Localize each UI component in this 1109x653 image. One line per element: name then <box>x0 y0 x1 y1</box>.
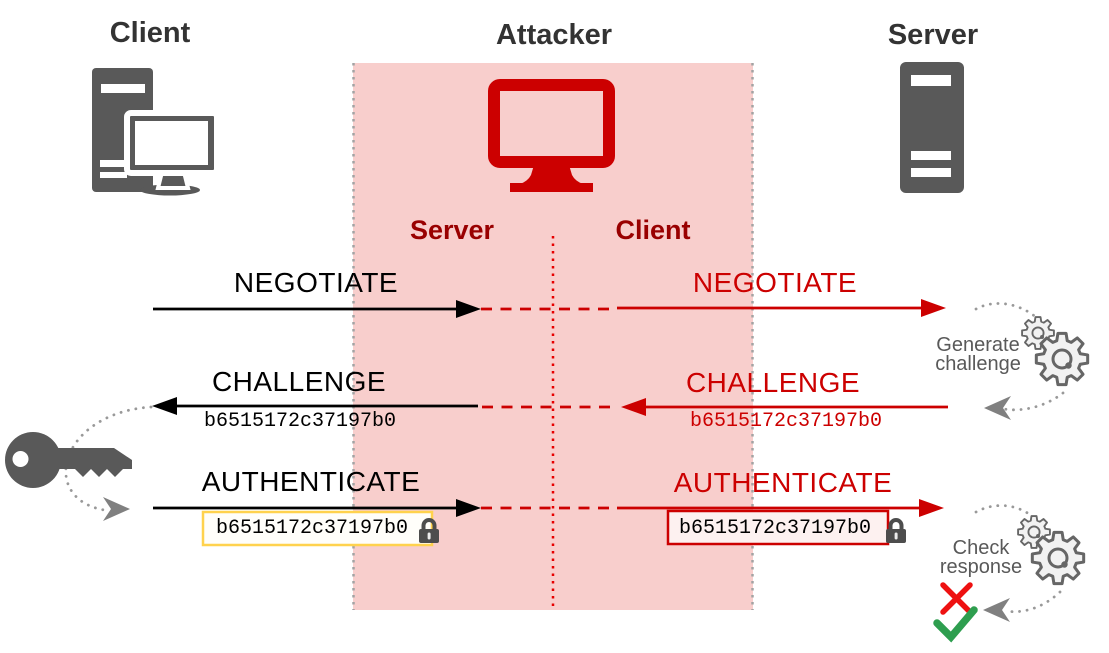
check-response-gears-icon <box>1017 515 1086 586</box>
challenge-arrow-attacker-to-client <box>152 397 478 415</box>
check-response-note-line2: response <box>939 556 1023 578</box>
challenge-label-left: CHALLENGE <box>211 366 387 397</box>
auth-response-value-left: b6515172c37197b0 <box>215 517 409 540</box>
authenticate-label-left: AUTHENTICATE <box>201 466 421 497</box>
negotiate-arrow-client-to-attacker <box>153 300 481 318</box>
negotiate-label-right: NEGOTIATE <box>692 267 858 298</box>
check-response-note-line1: Check <box>952 537 1010 559</box>
authenticate-arrow-attacker-to-server <box>617 499 944 517</box>
server-icon <box>900 62 964 193</box>
generate-challenge-note-line2: challenge <box>935 353 1021 375</box>
challenge-arrow-server-to-attacker <box>621 398 948 416</box>
key-icon <box>5 432 132 488</box>
lock-icon <box>884 518 908 545</box>
authenticate-label-right: AUTHENTICATE <box>673 467 893 498</box>
attacker-role-as-server: Server <box>409 215 495 245</box>
auth-response-box-relayed <box>666 509 890 546</box>
key-arc-arrowhead <box>103 497 130 521</box>
client-computer-icon <box>92 68 220 196</box>
attacker-column-header: Attacker <box>495 19 613 51</box>
gears-to-verdict-arc <box>1004 590 1062 614</box>
attacker-role-as-client: Client <box>615 215 691 245</box>
verdict-arc-arrowhead <box>983 598 1010 622</box>
client-column-header: Client <box>109 17 191 49</box>
challenge-arc-arrowhead <box>984 396 1011 420</box>
negotiate-to-gears-arc <box>974 302 1049 331</box>
server-column-header: Server <box>887 19 979 51</box>
gears-to-challenge-arc <box>1002 391 1065 412</box>
auth-response-value-right: b6515172c37197b0 <box>678 517 872 540</box>
authenticate-arrow-client-to-attacker <box>153 499 481 517</box>
challenge-value-right: b6515172c37197b0 <box>689 410 883 433</box>
key-usage-dotted-arc <box>64 405 153 512</box>
challenge-value-left: b6515172c37197b0 <box>203 410 397 433</box>
generate-challenge-gears-icon <box>1021 316 1090 387</box>
negotiate-label-left: NEGOTIATE <box>233 267 399 298</box>
challenge-label-right: CHALLENGE <box>685 367 861 398</box>
generate-challenge-note: Generate challenge <box>935 334 1021 375</box>
check-response-note: Check response <box>939 537 1023 578</box>
negotiate-arrow-attacker-to-server <box>617 299 946 317</box>
success-check-icon <box>933 606 978 643</box>
failure-x-icon <box>940 582 973 615</box>
attacker-computer-icon <box>488 79 615 192</box>
auth-response-box-client <box>201 510 434 547</box>
generate-challenge-note-line1: Generate <box>936 334 1020 356</box>
